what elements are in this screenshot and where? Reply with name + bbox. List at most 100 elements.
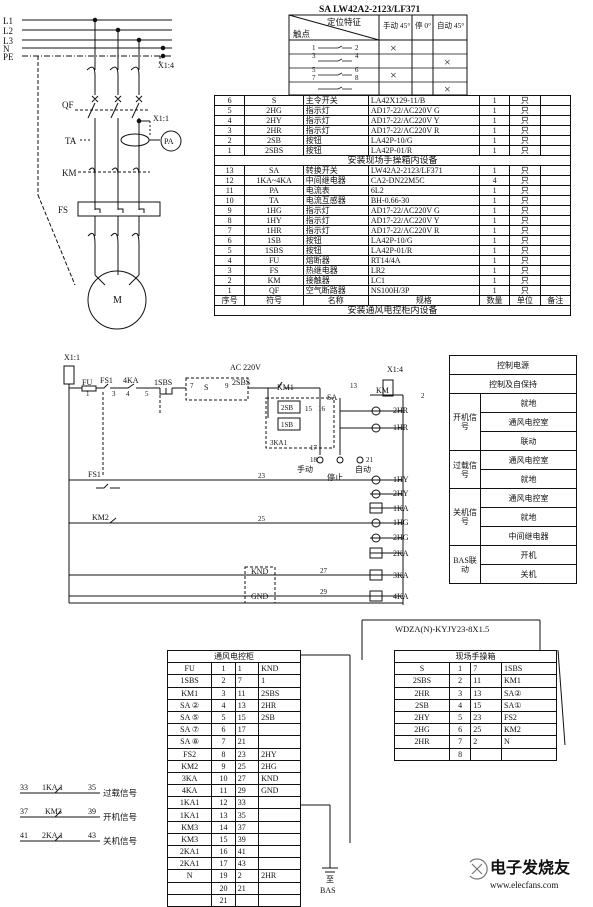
table-cell	[539, 95, 572, 106]
table-cell: 7	[211, 735, 236, 749]
table-cell: 13	[470, 686, 502, 700]
table-cell: 1	[478, 205, 511, 216]
table-cell: AD17-22/AC220V G	[367, 105, 480, 116]
table-cell: 2HG	[244, 105, 304, 116]
field-box-caption: 安装现场手操箱内设备	[214, 155, 571, 166]
sa-contact-7: 7	[312, 74, 316, 82]
table-cell: 2KA1	[166, 857, 213, 871]
table-cell: 3	[448, 686, 472, 700]
bus-label: L1	[3, 16, 13, 26]
node-number: 23	[258, 472, 266, 480]
sa-contact-8: 8	[355, 74, 359, 82]
legend-item: 联动	[480, 431, 577, 451]
power-bus: L1 L2 L3 N PE	[3, 16, 172, 62]
bus-label: N	[3, 44, 10, 54]
legend-item: 就地	[480, 469, 577, 489]
table-cell: 2	[211, 674, 236, 688]
legend-item: 中间继电器	[480, 526, 577, 546]
node-number: 29	[320, 588, 328, 596]
breaker-qf-label: QF	[62, 100, 74, 110]
table-cell: 15	[234, 710, 260, 725]
table-cell: 29	[234, 784, 260, 798]
table-cell: 6L2	[367, 185, 480, 196]
legend-group: 关机信号	[449, 488, 481, 546]
table-cell: KM2	[166, 759, 213, 773]
table-cell: 2HR	[258, 869, 301, 883]
table-cell: 指示灯	[302, 225, 369, 236]
table-cell: 电流表	[302, 185, 369, 196]
table-cell: 10	[213, 195, 246, 206]
table-cell: 7	[470, 662, 502, 676]
bas-top: 至	[326, 875, 334, 884]
table-cell: AD17-22/AC220V R	[367, 225, 480, 236]
ctrl-fu-label: FU	[82, 378, 92, 387]
table-cell: 热继电器	[302, 265, 369, 276]
table-cell: 2	[213, 275, 246, 286]
table-cell: 指示灯	[302, 115, 369, 126]
lamp-label: 1HY	[393, 475, 409, 484]
table-cell	[258, 723, 301, 737]
table-cell: KM1	[166, 686, 213, 700]
table-cell: 2	[448, 674, 472, 688]
bus-label: PE	[3, 52, 14, 62]
table-cell: 1SB	[244, 235, 304, 246]
table-cell: 2HR	[258, 698, 301, 712]
table-cell	[539, 285, 572, 296]
control-circuit: X1:1 FU FS1 4KA 1SBS AC 220V S 2SBS KM1 …	[63, 353, 425, 605]
table-cell: 1KA~4KA	[244, 175, 304, 186]
table-cell: 只	[509, 125, 541, 136]
table-cell	[258, 796, 301, 810]
node-number: 13	[350, 382, 358, 390]
table-cell: 1	[478, 255, 511, 266]
ctrl-x1-1: X1:1	[64, 353, 80, 362]
table-cell: 6	[213, 95, 246, 106]
node-number: 21	[366, 456, 374, 464]
table-cell: KM	[244, 275, 304, 286]
table-cell: 按钮	[302, 235, 369, 246]
watermark-title: 电子发烧友	[490, 858, 571, 877]
lamp-label: 4KA	[393, 592, 409, 601]
table-cell: AD17-22/AC220V Y	[367, 115, 480, 126]
table-cell	[539, 125, 572, 136]
ctrl-3ka-label: 3KA1	[270, 439, 288, 447]
legend-item: 通风电控室	[480, 488, 577, 508]
table-cell: 8	[213, 215, 246, 226]
ctrl-fs1b-label: FS1	[88, 470, 101, 479]
table-cell: 2SBS	[244, 145, 304, 156]
table-cell: 1	[258, 674, 301, 688]
table-cell: BH-0.66-30	[367, 195, 480, 206]
table-cell: 只	[509, 285, 541, 296]
table-cell	[539, 145, 572, 156]
table-cell	[258, 893, 301, 907]
sa-contact-2: 2	[355, 44, 359, 52]
table-cell: 接触器	[302, 275, 369, 286]
legend-item: 开机	[480, 545, 577, 565]
table-cell: 21	[211, 893, 236, 907]
lamp-symbols	[369, 406, 383, 602]
ammeter-pa-label: PA	[164, 137, 174, 146]
table-cell: FS2	[501, 710, 557, 725]
table-cell: 6	[448, 723, 472, 737]
table-cell	[258, 808, 301, 822]
table-cell: 1	[478, 285, 511, 296]
table-cell: 20	[211, 881, 236, 895]
parts-header-row: 序号 符号 名称 规格 数量 单位 备注	[213, 295, 572, 306]
table-cell: 按钮	[302, 135, 369, 146]
table-cell: 11	[213, 185, 246, 196]
table-cell: 1HG	[244, 205, 304, 216]
lamp-label: 2KA	[393, 549, 409, 558]
sa-header-stop: 停 0°	[415, 20, 431, 30]
table-cell	[234, 893, 260, 907]
table-cell: LA42P-01/R	[367, 145, 480, 156]
watermark-url: www.elecfans.com	[490, 880, 558, 890]
ctrl-sa-label: SA	[327, 393, 337, 402]
